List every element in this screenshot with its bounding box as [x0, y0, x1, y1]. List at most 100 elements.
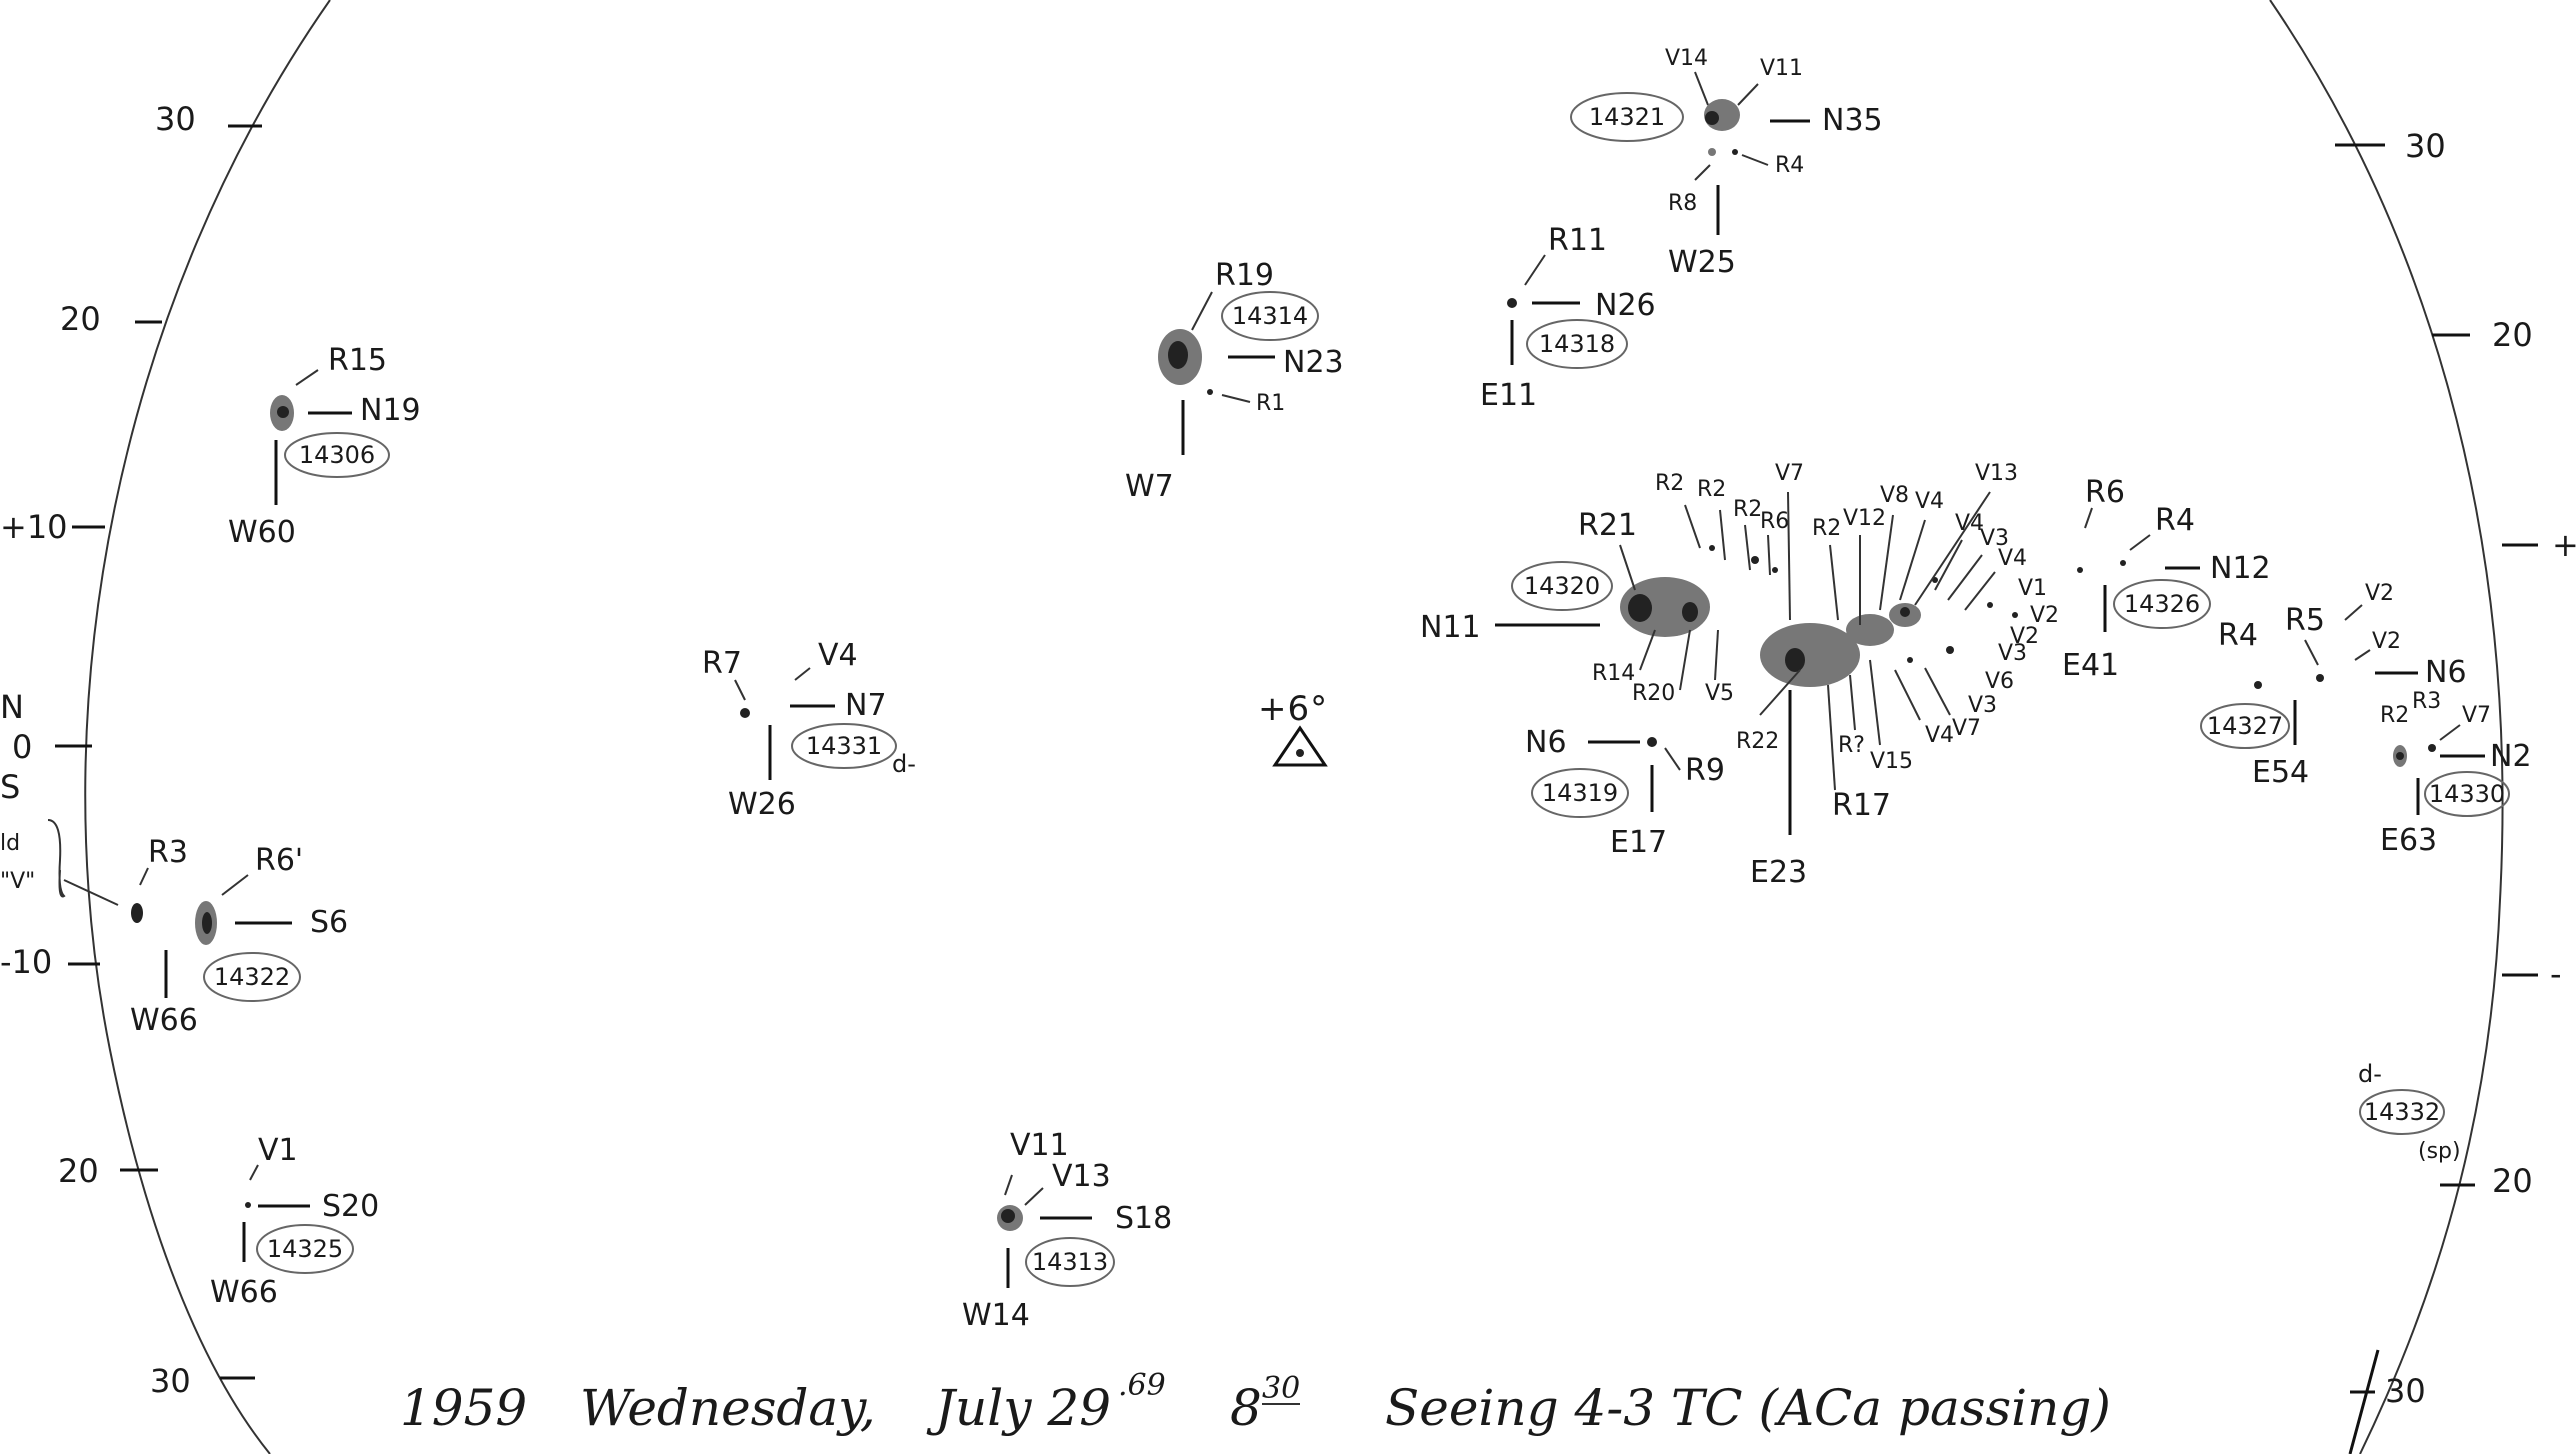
lon-label: W25: [1668, 245, 1736, 280]
spot-label: R9: [1685, 753, 1725, 788]
group-14321: V14 V11 14321 N35 R4 R8 W25: [1570, 46, 1883, 280]
spot-label: R14: [1592, 661, 1635, 686]
spot-label: R6: [1760, 509, 1789, 534]
region-number: 14314: [1232, 302, 1308, 330]
lat-label: N6: [1525, 725, 1567, 760]
spot-label: R2: [1812, 516, 1841, 541]
spot-label: R?: [1838, 733, 1865, 758]
spot-label: V2: [2030, 603, 2059, 628]
lat-label: N11: [1420, 610, 1481, 645]
solar-limb-left: [84, 0, 331, 1454]
lon-label: E23: [1750, 855, 1807, 890]
spot-label: R6: [2085, 475, 2125, 510]
spot-label: R22: [1736, 729, 1779, 754]
left-tick-0: 0: [12, 728, 32, 766]
group-14320: 14320 N11 R21 R2 R2 R2 R6 V7 R14 R20: [1420, 461, 2059, 890]
lon-label: W66: [130, 1003, 198, 1038]
spot-label: V14: [1665, 46, 1708, 71]
bracket-mark: [47, 819, 66, 898]
left-tick-30-bottom: 30: [150, 1362, 191, 1400]
spot-label: R2: [2380, 703, 2409, 728]
spot-label: V7: [1952, 716, 1981, 741]
group-14322: R3 R6' S6 14322 W66: [130, 835, 348, 1038]
right-tick-minus: -: [2550, 955, 2562, 993]
spot-label: R6': [255, 843, 303, 878]
group-14313: V11 V13 S18 14313 W14: [962, 1128, 1172, 1333]
spot-label: V13: [1975, 461, 2018, 486]
spot-label: R20: [1632, 681, 1675, 706]
spot-label: R1: [1256, 391, 1285, 416]
lon-label: E17: [1610, 825, 1667, 860]
group-14325: V1 S20 14325 W66: [210, 1133, 379, 1310]
spot-label: R4: [2218, 618, 2258, 653]
group-14326: R6 R4 N12 14326 E41: [2062, 475, 2271, 683]
spot-label: V7: [1775, 461, 1804, 486]
region-number: 14325: [267, 1235, 343, 1263]
group-14318: R11 N26 14318 E11: [1480, 223, 1656, 413]
region-number: 14326: [2124, 590, 2200, 618]
region-number: 14313: [1032, 1248, 1108, 1276]
group-note: d-: [892, 750, 916, 778]
spot-label: V2: [2010, 624, 2039, 649]
lat-label: N19: [360, 393, 421, 428]
caption-minute: 30: [1262, 1371, 1300, 1406]
region-number: 14319: [1542, 779, 1618, 807]
left-axis: 30 20 +10 N 0 S ld "V" -10 20 30: [0, 100, 262, 1400]
group-14331: R7 V4 N7 14331 d- W26: [702, 638, 916, 822]
spot-label: V4: [1925, 723, 1954, 748]
spot-label: V12: [1843, 506, 1886, 531]
spot-label: R5: [2285, 603, 2325, 638]
spot-label: V4: [818, 638, 858, 673]
lat-label: S18: [1115, 1201, 1172, 1236]
spot-label: V3: [1968, 693, 1997, 718]
lon-label: E41: [2062, 648, 2119, 683]
caption-weekday: Wednesday,: [580, 1379, 876, 1437]
lat-label: N2: [2490, 739, 2532, 774]
lat-label: N26: [1595, 288, 1656, 323]
region-number: 14318: [1539, 330, 1615, 358]
caption-date: July 29: [926, 1379, 1111, 1437]
group-14332: d- 14332 (sp): [2358, 1060, 2461, 1164]
group-14319: N6 R9 14319 E17: [1525, 725, 1725, 860]
left-tick-n: N: [0, 688, 24, 726]
center-triangle-icon: [1272, 725, 1328, 767]
caption-year: 1959: [400, 1379, 527, 1437]
observation-caption: 1959 Wednesday, July 29 .69 8 30 Seeing …: [400, 1368, 2111, 1437]
right-tick-20-bottom: 20: [2492, 1162, 2533, 1200]
lon-label: E63: [2380, 823, 2437, 858]
spot-label: V1: [258, 1133, 298, 1168]
spot-label: V4: [1955, 511, 1984, 536]
caption-seeing: Seeing 4-3 TC (ACa passing): [1385, 1379, 2111, 1437]
spot-label: V2: [2372, 629, 2401, 654]
right-tick-20-top: 20: [2492, 316, 2533, 354]
lat-label: N35: [1822, 103, 1883, 138]
lon-label: E54: [2252, 755, 2309, 790]
right-axis: 30 20 + - 20 30: [2335, 127, 2576, 1454]
lon-label: W14: [962, 1298, 1030, 1333]
lon-label: W66: [210, 1275, 278, 1310]
right-tick-30-bottom: 30: [2385, 1372, 2426, 1410]
group-sub-note: (sp): [2418, 1139, 2461, 1164]
spot-label: R17: [1832, 788, 1891, 823]
lat-label: S6: [310, 905, 348, 940]
region-number: 14306: [299, 441, 375, 469]
group-14306: R15 N19 14306 W60: [228, 343, 421, 550]
solar-limb-right: [2269, 0, 2504, 1454]
spot-label: R21: [1578, 508, 1637, 543]
spot-label: R7: [702, 646, 742, 681]
right-tick-plus: +: [2552, 526, 2576, 564]
group-note: d-: [2358, 1060, 2382, 1088]
spot-label: R8: [1668, 191, 1697, 216]
spot-label: R2: [1655, 471, 1684, 496]
right-tick-30-top: 30: [2405, 127, 2446, 165]
left-tick-s: S: [0, 768, 20, 806]
lat-label: N23: [1283, 345, 1344, 380]
caption-hour: 8: [1230, 1379, 1262, 1437]
center-symbol: +6°: [1258, 689, 1328, 767]
spot-label: V5: [1705, 681, 1734, 706]
spot-label: R4: [1775, 153, 1804, 178]
spot-label: V1: [2018, 576, 2047, 601]
spot-label: R4: [2155, 503, 2195, 538]
spot-label: V4: [1915, 489, 1944, 514]
spot-label: V11: [1760, 56, 1803, 81]
